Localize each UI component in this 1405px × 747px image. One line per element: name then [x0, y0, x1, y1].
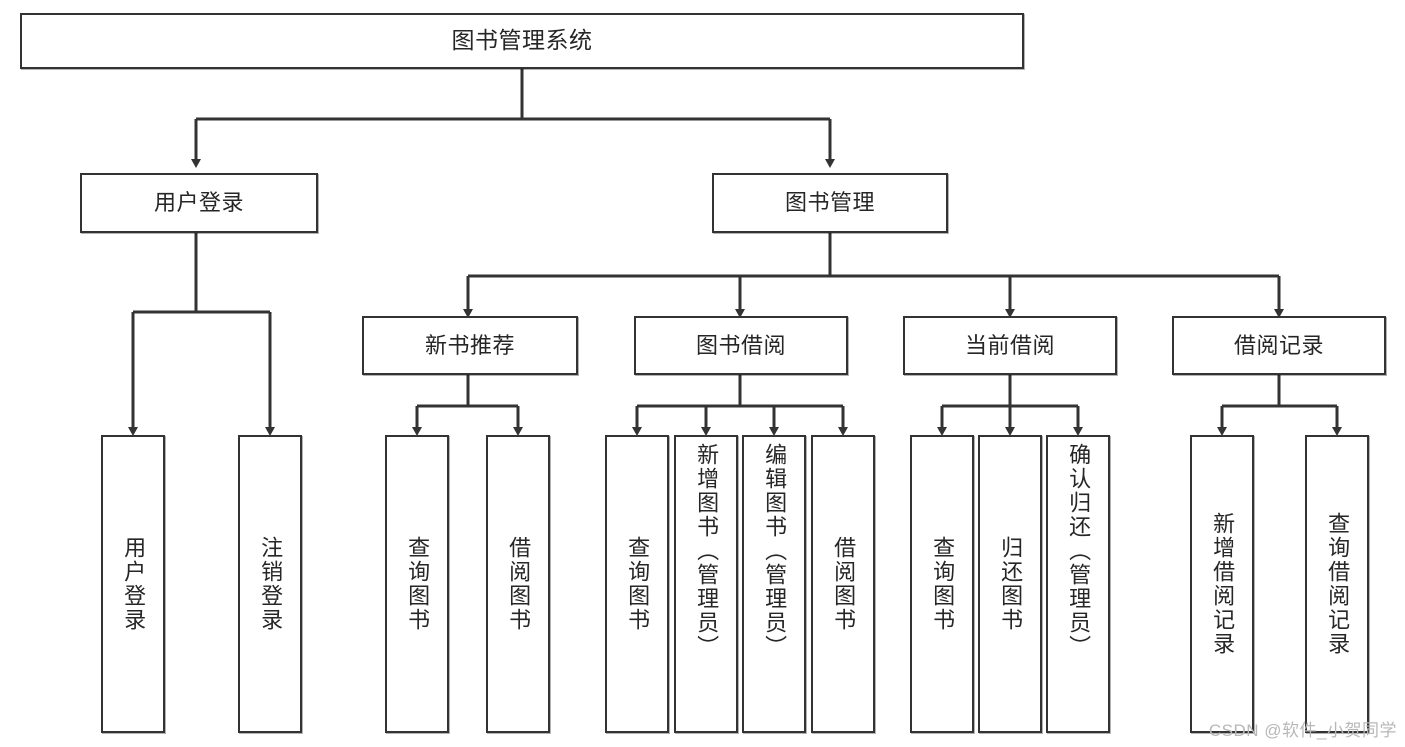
- node-label: 查询图书: [930, 536, 956, 632]
- watermark: CSDN @软件_小贺同学: [1208, 721, 1397, 740]
- leaf-user-login-login[interactable]: 用户登录: [101, 435, 165, 733]
- leaf-inner: 确认归还（管理员）: [1048, 437, 1108, 737]
- node-label: 图书管理系统: [451, 27, 593, 54]
- leaf-current-borrow-return[interactable]: 归还图书: [978, 435, 1042, 733]
- leaf-inner: 新增借阅记录: [1192, 437, 1252, 731]
- leaf-inner: 用户登录: [103, 437, 163, 731]
- leaf-inner: 借阅图书: [813, 437, 873, 731]
- node-current-borrow[interactable]: 当前借阅: [903, 316, 1117, 375]
- node-book-management[interactable]: 图书管理: [712, 173, 948, 233]
- leaf-current-borrow-confirm[interactable]: 确认归还（管理员）: [1046, 435, 1110, 733]
- node-label: 查询图书: [405, 536, 431, 632]
- leaf-new-book-borrow[interactable]: 借阅图书: [486, 435, 550, 733]
- leaf-inner: 新增图书（管理员）: [676, 437, 736, 737]
- node-label: 查询图书: [625, 536, 651, 632]
- node-label: 图书管理: [784, 190, 875, 216]
- node-label: 查询借阅记录: [1325, 512, 1351, 656]
- leaf-inner: 查询借阅记录: [1307, 437, 1367, 731]
- node-new-book-recommend[interactable]: 新书推荐: [362, 316, 578, 375]
- leaf-inner: 借阅图书: [488, 437, 548, 731]
- leaf-inner: 查询图书: [387, 437, 447, 731]
- node-label: 新增图书（管理员）: [694, 443, 720, 659]
- leaf-book-borrow-edit[interactable]: 编辑图书（管理员）: [742, 435, 806, 733]
- leaf-inner: 查询图书: [607, 437, 667, 731]
- leaf-current-borrow-query[interactable]: 查询图书: [910, 435, 974, 733]
- leaf-book-borrow-query[interactable]: 查询图书: [605, 435, 669, 733]
- node-label: 编辑图书（管理员）: [762, 443, 788, 659]
- node-label: 注销登录: [258, 536, 284, 632]
- node-label: 归还图书: [998, 536, 1024, 632]
- leaf-book-borrow-add[interactable]: 新增图书（管理员）: [674, 435, 738, 733]
- node-label: 借阅图书: [831, 536, 857, 632]
- node-label: 新增借阅记录: [1210, 512, 1236, 656]
- node-label: 用户登录: [153, 190, 244, 216]
- leaf-inner: 编辑图书（管理员）: [744, 437, 804, 737]
- leaf-user-login-logout[interactable]: 注销登录: [238, 435, 302, 733]
- node-label: 借阅图书: [506, 536, 532, 632]
- node-label: 新书推荐: [424, 332, 515, 358]
- node-label: 当前借阅: [964, 332, 1055, 358]
- leaf-borrow-record-query[interactable]: 查询借阅记录: [1305, 435, 1369, 733]
- node-label: 确认归还（管理员）: [1066, 443, 1092, 659]
- leaf-inner: 注销登录: [240, 437, 300, 731]
- node-label: 用户登录: [121, 536, 147, 632]
- node-user-login[interactable]: 用户登录: [80, 173, 318, 233]
- node-label: 借阅记录: [1233, 332, 1324, 358]
- leaf-book-borrow-borrow[interactable]: 借阅图书: [811, 435, 875, 733]
- leaf-inner: 归还图书: [980, 437, 1040, 731]
- node-book-borrow[interactable]: 图书借阅: [634, 316, 848, 375]
- node-root-system[interactable]: 图书管理系统: [20, 13, 1024, 69]
- leaf-borrow-record-add[interactable]: 新增借阅记录: [1190, 435, 1254, 733]
- leaf-inner: 查询图书: [912, 437, 972, 731]
- node-label: 图书借阅: [695, 332, 786, 358]
- leaf-new-book-query[interactable]: 查询图书: [385, 435, 449, 733]
- node-borrow-record[interactable]: 借阅记录: [1172, 316, 1386, 375]
